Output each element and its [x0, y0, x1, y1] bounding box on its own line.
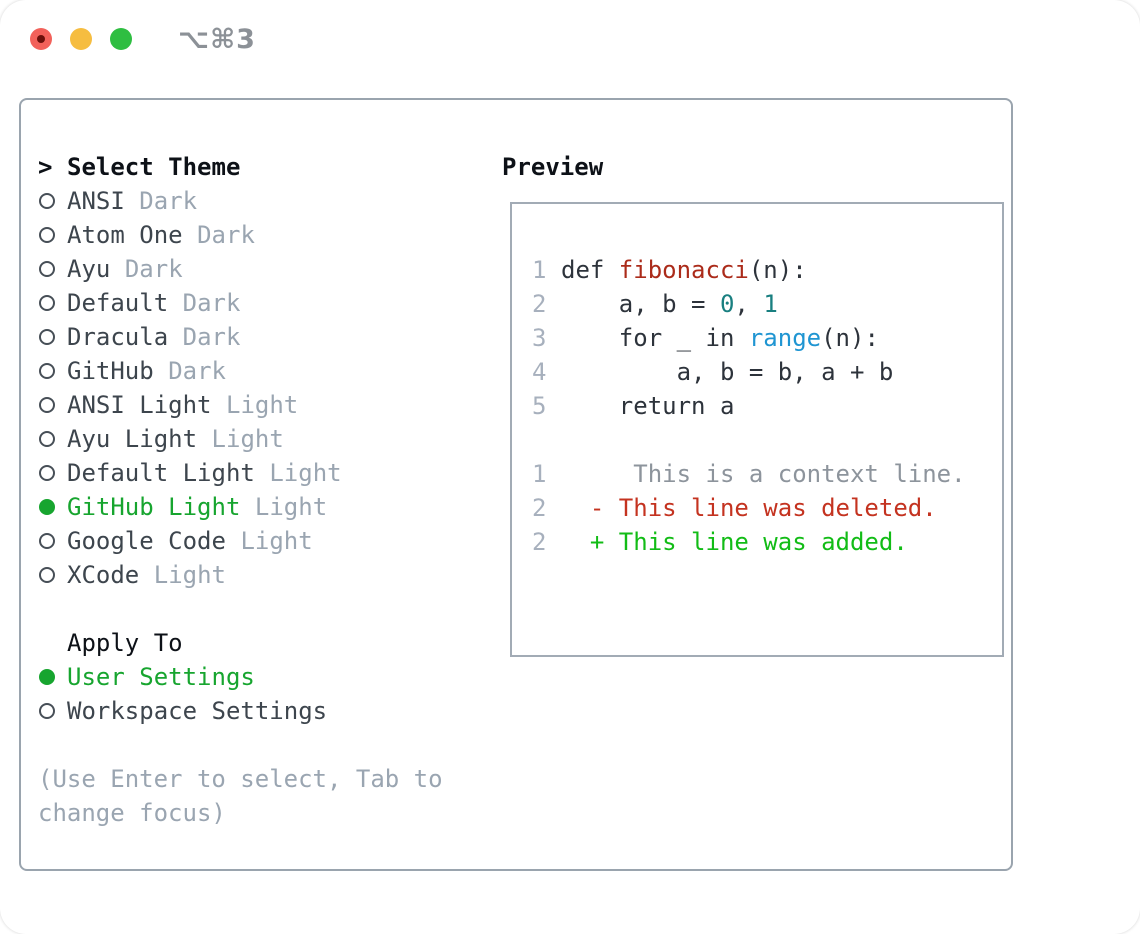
apply-to-header: Apply To: [67, 629, 183, 657]
radio-unselected-icon: [39, 431, 55, 447]
theme-option-xcode-light[interactable]: XCode Light: [38, 558, 443, 592]
theme-selector-panel: > Select Theme ANSI Dark Atom One Dark A…: [19, 98, 1013, 871]
diff-added-line: 2 + This line was added.: [532, 528, 908, 556]
radio-unselected-icon: [39, 329, 55, 345]
hint-text-line1: (Use Enter to select, Tab to: [38, 765, 443, 793]
theme-list: > Select Theme ANSI Dark Atom One Dark A…: [38, 150, 443, 830]
radio-unselected-icon: [39, 295, 55, 311]
radio-unselected-icon: [39, 227, 55, 243]
radio-unselected-icon: [39, 567, 55, 583]
radio-unselected-icon: [39, 193, 55, 209]
preview-title: Preview: [502, 153, 604, 181]
spacer: [38, 592, 443, 626]
zoom-button[interactable]: [110, 28, 132, 50]
theme-option-google-code-light[interactable]: Google Code Light: [38, 524, 443, 558]
section-title: Select Theme: [67, 153, 241, 181]
code-line: 5 return a: [532, 392, 735, 420]
theme-option-ayu-light[interactable]: Ayu Light Light: [38, 422, 443, 456]
apply-option-user-settings[interactable]: User Settings: [38, 660, 443, 694]
radio-unselected-icon: [39, 533, 55, 549]
radio-selected-icon: [39, 499, 55, 515]
theme-option-atom-one-dark[interactable]: Atom One Dark: [38, 218, 443, 252]
radio-unselected-icon: [39, 261, 55, 277]
theme-option-github-dark[interactable]: GitHub Dark: [38, 354, 443, 388]
keyboard-shortcut-label: ⌥⌘3: [178, 23, 256, 55]
apply-option-workspace-settings[interactable]: Workspace Settings: [38, 694, 443, 728]
theme-option-dracula-dark[interactable]: Dracula Dark: [38, 320, 443, 354]
theme-option-ayu-dark[interactable]: Ayu Dark: [38, 252, 443, 286]
diff-context-line: 1 This is a context line.: [532, 460, 966, 488]
theme-list-header: > Select Theme: [38, 150, 443, 184]
spacer: [38, 728, 443, 762]
diff-deleted-line: 2 - This line was deleted.: [532, 494, 937, 522]
theme-option-default-dark[interactable]: Default Dark: [38, 286, 443, 320]
theme-option-default-light[interactable]: Default Light Light: [38, 456, 443, 490]
radio-unselected-icon: [39, 363, 55, 379]
close-button[interactable]: [30, 28, 52, 50]
radio-unselected-icon: [39, 397, 55, 413]
radio-unselected-icon: [39, 465, 55, 481]
theme-option-ansi-light[interactable]: ANSI Light Light: [38, 388, 443, 422]
code-line: 2 a, b = 0, 1: [532, 290, 778, 318]
prompt-cursor-icon: >: [38, 153, 53, 181]
theme-option-ansi-dark[interactable]: ANSI Dark: [38, 184, 443, 218]
hint-text-line2: change focus): [38, 799, 226, 827]
radio-unselected-icon: [39, 703, 55, 719]
code-line: 3 for _ in range(n):: [532, 324, 879, 352]
minimize-button[interactable]: [70, 28, 92, 50]
titlebar: ⌥⌘3: [30, 24, 256, 55]
theme-option-github-light[interactable]: GitHub Light Light: [38, 490, 443, 524]
code-line: 4 a, b = b, a + b: [532, 358, 894, 386]
radio-selected-icon: [39, 669, 55, 685]
blank-code-line: [532, 423, 1002, 457]
